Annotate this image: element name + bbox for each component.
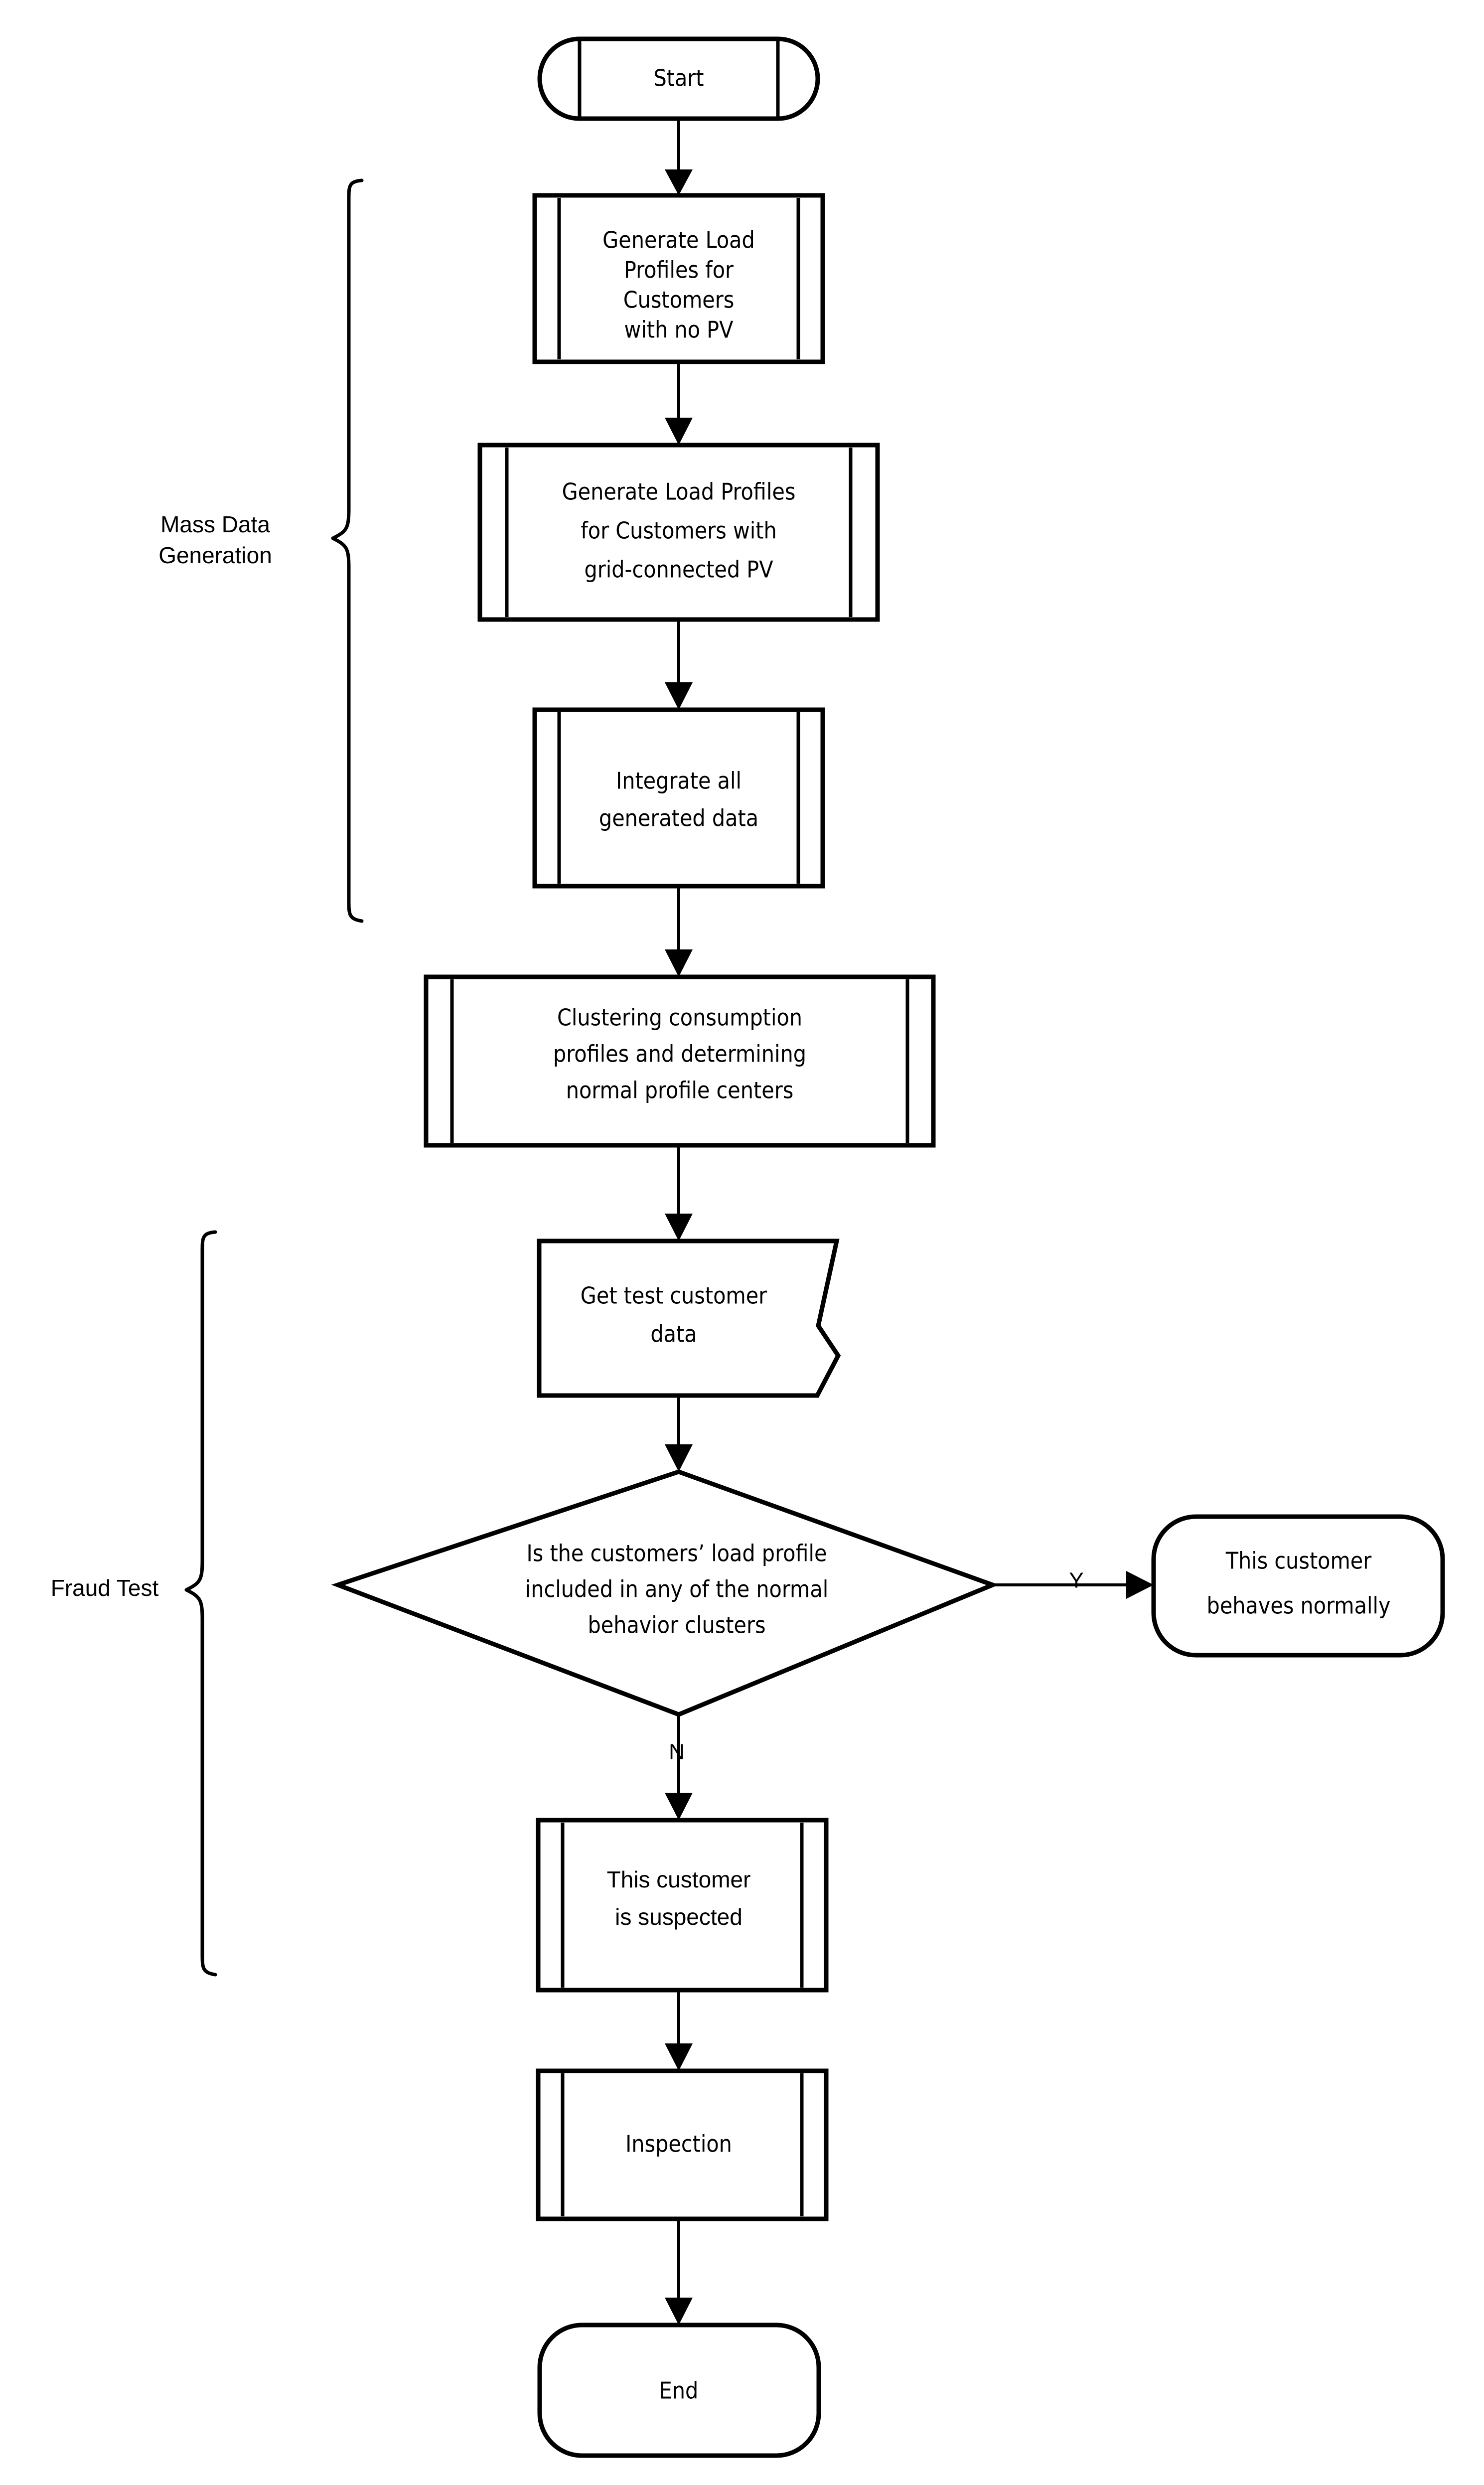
get-test-data-line-2: data	[650, 1321, 697, 1348]
inspection-label: Inspection	[625, 2131, 732, 2158]
decision-line-1: Is the customers’ load profile	[527, 1540, 827, 1567]
node-decision[interactable]: Is the customers’ load profile included …	[331, 1469, 999, 1717]
arrowhead-yes	[1126, 1571, 1154, 1599]
generate-no-pv-line-3: Customers	[623, 287, 735, 313]
integrate-line-2: generated data	[599, 805, 758, 832]
arrowhead-1	[665, 169, 693, 195]
edge-label-no: N	[669, 1740, 685, 1764]
arrowhead-8	[665, 2298, 693, 2325]
node-normal-customer[interactable]: This customer behaves normally	[1151, 1514, 1445, 1658]
get-test-data-outline	[537, 1239, 841, 1398]
end-outline	[537, 2323, 821, 2458]
fraud-test-brace-icon	[184, 1230, 217, 1977]
arrowhead-no	[665, 1793, 693, 1820]
arrowhead-6	[665, 1444, 693, 1472]
generate-with-pv-line-2: for Customers with	[581, 517, 777, 544]
generate-no-pv-line-4: with no PV	[624, 316, 734, 343]
arrowhead-3	[665, 682, 693, 710]
node-generate-with-pv[interactable]: Generate Load Profiles for Customers wit…	[477, 443, 880, 622]
generate-with-pv-outline	[477, 443, 880, 622]
mass-data-generation-brace-icon	[331, 178, 364, 923]
generate-no-pv-line-2: Profiles for	[624, 257, 734, 284]
edge-label-yes: Y	[1069, 1568, 1083, 1593]
generate-no-pv-line-1: Generate Load	[602, 227, 755, 254]
suspected-customer-line-1: This customer	[607, 1866, 751, 1892]
group-mass-data-generation: Mass Data Generation	[158, 178, 364, 923]
node-inspection[interactable]: Inspection	[536, 2068, 829, 2221]
clustering-line-1: Clustering consumption	[557, 1004, 802, 1031]
integrate-outline	[532, 707, 825, 889]
normal-customer-line-1: This customer	[1225, 1548, 1372, 1574]
normal-customer-line-2: behaves normally	[1207, 1592, 1391, 1619]
node-generate-no-pv[interactable]: Generate Load Profiles for Customers wit…	[532, 193, 825, 364]
node-integrate[interactable]: Integrate all generated data	[532, 707, 825, 889]
decision-line-3: behavior clusters	[588, 1612, 765, 1639]
generate-with-pv-line-1: Generate Load Profiles	[562, 478, 796, 505]
node-suspected-customer[interactable]: This customer is suspected	[536, 1818, 829, 1993]
get-test-data-line-1: Get test customer	[581, 1282, 767, 1309]
suspected-customer-outline	[536, 1818, 829, 1993]
arrowhead-5	[665, 1214, 693, 1241]
generate-with-pv-line-3: grid-connected PV	[584, 556, 773, 583]
mass-data-generation-label-line-2: Generation	[158, 542, 272, 568]
inspection-outline	[536, 2068, 829, 2221]
node-get-test-data[interactable]: Get test customer data	[537, 1239, 841, 1398]
mass-data-generation-label-line-1: Mass Data	[160, 511, 270, 537]
normal-customer-outline	[1151, 1514, 1445, 1658]
clustering-outline	[424, 974, 936, 1148]
start-label: Start	[653, 65, 704, 92]
suspected-customer-line-2: is suspected	[615, 1904, 742, 1930]
group-fraud-test: Fraud Test	[51, 1230, 217, 1977]
node-start[interactable]: Start	[537, 36, 820, 121]
start-outline	[537, 36, 820, 121]
node-clustering[interactable]: Clustering consumption profiles and dete…	[424, 974, 936, 1148]
decision-outline	[331, 1469, 999, 1717]
clustering-line-2: profiles and determining	[553, 1041, 806, 1068]
connector-layer	[665, 119, 1154, 2325]
clustering-line-3: normal profile centers	[566, 1077, 794, 1104]
arrowhead-7	[665, 2043, 693, 2071]
fraud-test-label: Fraud Test	[51, 1575, 159, 1601]
node-end[interactable]: End	[537, 2323, 821, 2458]
end-label: End	[659, 2377, 699, 2404]
arrowhead-4	[665, 949, 693, 977]
integrate-line-1: Integrate all	[616, 768, 742, 794]
generate-no-pv-outline	[532, 193, 825, 364]
decision-line-2: included in any of the normal	[525, 1576, 828, 1603]
arrowhead-2	[665, 418, 693, 445]
